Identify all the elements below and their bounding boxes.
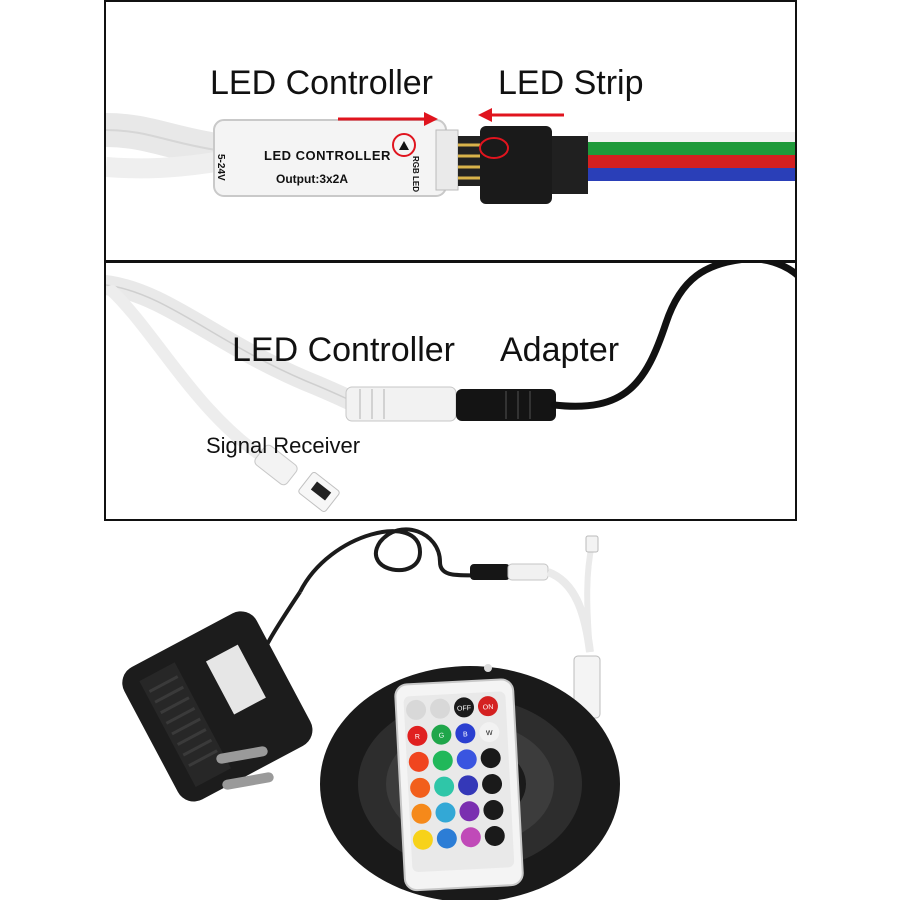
- remote-button: [479, 722, 500, 743]
- label-led-strip: LED Strip: [498, 64, 644, 102]
- remote-button-label: G: [439, 733, 445, 740]
- remote-button: [436, 828, 457, 849]
- remote-button: [459, 801, 480, 822]
- device-output-text: Output:3x2A: [276, 172, 348, 186]
- remote-button: [431, 724, 452, 745]
- remote-button: [477, 696, 498, 717]
- kit-illustration: OFF ON R G B W: [122, 527, 620, 900]
- power-adapter: [122, 611, 313, 802]
- remote-button: [455, 723, 476, 744]
- remote-button: [454, 697, 475, 718]
- adapter-cable: [550, 263, 795, 410]
- remote-button-label: W: [486, 730, 493, 737]
- remote-button: [410, 777, 431, 798]
- device-voltage-text: 5-24V: [215, 154, 226, 181]
- remote-button: [412, 829, 433, 850]
- remote-button: [430, 698, 451, 719]
- remote-button-label: R: [415, 734, 420, 741]
- strip-connector: [480, 126, 552, 204]
- device-name-text: LED CONTROLLER: [264, 148, 391, 163]
- top-panel: LED Controller LED Strip LED CONTROLLER …: [104, 0, 797, 262]
- remote-button-label: ON: [483, 704, 494, 712]
- marker-circle-icon: [479, 137, 509, 159]
- remote-button: [435, 802, 456, 823]
- white-dc-connector: [345, 386, 457, 422]
- remote-button: [482, 774, 503, 795]
- middle-panel: LED Controller Adapter Signal Receiver: [104, 261, 797, 521]
- remote-button-label: B: [463, 731, 468, 738]
- label-adapter: Adapter: [500, 331, 620, 369]
- product-kit-photo: OFF ON R G B W: [0, 522, 900, 900]
- remote-button-label: OFF: [457, 705, 471, 713]
- device-port-text: RGB LED: [411, 156, 420, 192]
- remote-button: [460, 827, 481, 848]
- controller-strip-photo: [106, 108, 795, 204]
- ir-remote: OFF ON R G B W: [394, 678, 524, 892]
- label-signal-receiver: Signal Receiver: [206, 433, 361, 458]
- wire-red: [588, 155, 795, 168]
- adapter-receiver-photo: [106, 263, 795, 512]
- label-led-controller-2: LED Controller: [232, 331, 455, 369]
- remote-button: [407, 725, 428, 746]
- remote-button: [484, 825, 505, 846]
- remote-button: [406, 699, 427, 720]
- label-led-controller: LED Controller: [210, 64, 433, 102]
- remote-button: [480, 748, 501, 769]
- remote-button: [458, 775, 479, 796]
- remote-button: [456, 749, 477, 770]
- wire-green: [588, 142, 795, 155]
- remote-button: [432, 750, 453, 771]
- remote-button: [434, 776, 455, 797]
- remote-button: [408, 751, 429, 772]
- remote-button: [483, 800, 504, 821]
- wire-blue: [588, 168, 795, 181]
- remote-button: [411, 803, 432, 824]
- marker-circle-icon: [392, 133, 416, 157]
- connector-pins: [458, 136, 480, 186]
